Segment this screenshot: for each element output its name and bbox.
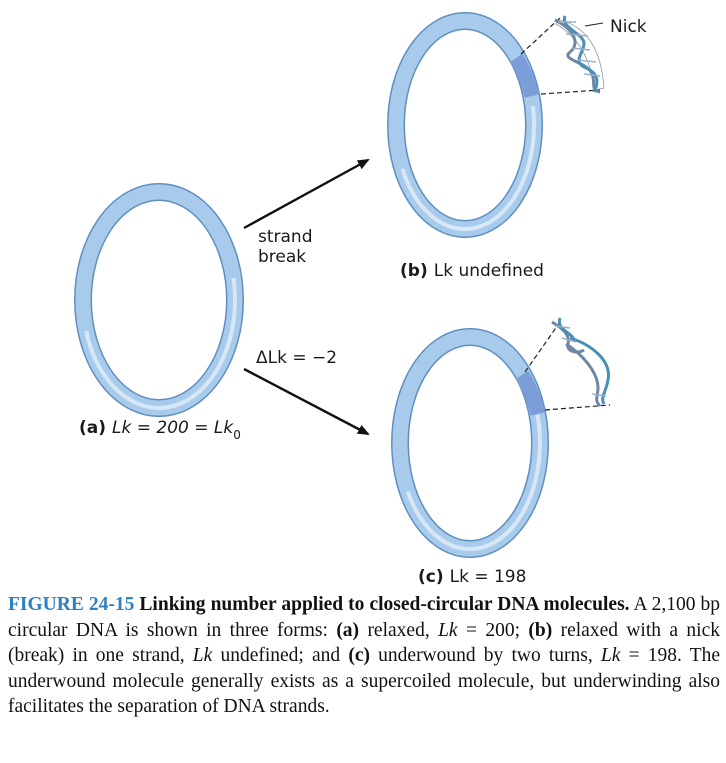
- caption-text-4: relaxed with a nick (break) in one stran…: [8, 619, 720, 667]
- dna-ring-b: [387, 12, 543, 238]
- caption-text-3: = 200;: [457, 619, 529, 641]
- nick-pointer: [584, 22, 604, 27]
- caption-text-7: = 198. The underwound molecule generally…: [8, 645, 720, 717]
- figure-caption: FIGURE 24-15 Linking number applied to c…: [8, 592, 720, 720]
- caption-tag-a: (a): [336, 619, 360, 641]
- arrow-top-label-line2: break: [258, 247, 306, 267]
- caption-lk-2: Lk: [192, 645, 213, 666]
- label-c-tag: (c): [418, 567, 444, 587]
- zoom-lines-c: [524, 321, 611, 411]
- label-a-tag: (a): [79, 418, 106, 438]
- helix-inset-b: [554, 15, 605, 94]
- dna-ring-a: [74, 183, 244, 417]
- label-b: (b) Lk undefined: [400, 261, 544, 281]
- figure-title: Linking number applied to closed-circula…: [139, 594, 630, 615]
- caption-text-2: relaxed,: [359, 619, 439, 641]
- label-b-text: Lk undefined: [434, 261, 544, 281]
- caption-lk-3: Lk: [600, 645, 621, 666]
- zoom-lines-b: [520, 17, 601, 95]
- label-a: (a) Lk = 200 = Lk0: [79, 418, 241, 442]
- label-c-text: Lk = 198: [450, 567, 527, 587]
- caption-lk-1: Lk: [438, 619, 458, 641]
- label-a-subscript: 0: [233, 428, 241, 442]
- dna-linking-diagram: Nick strand break ΔLk = −2 (a) Lk = 200 =…: [74, 12, 647, 587]
- highlighted-segment-b: [509, 53, 540, 98]
- caption-text-5: undefined; and: [212, 645, 349, 666]
- figure-number: FIGURE 24-15: [8, 594, 135, 615]
- caption-tag-b: (b): [528, 619, 553, 641]
- caption-text-6: underwound by two turns,: [370, 645, 601, 666]
- arrow-delta-lk: [243, 367, 370, 436]
- label-a-text: Lk = 200 = Lk: [112, 418, 234, 438]
- label-b-tag: (b): [400, 261, 428, 281]
- caption-text-1: A 2,100 bp circular DNA is shown in thre…: [8, 594, 720, 641]
- arrow-strand-break: [243, 158, 370, 230]
- dna-ring-c: [391, 328, 549, 558]
- helix-inset-c: [551, 317, 610, 408]
- arrow-bottom-label: ΔLk = −2: [256, 348, 337, 368]
- label-c: (c) Lk = 198: [418, 567, 526, 587]
- highlighted-segment-c: [515, 370, 546, 416]
- arrow-top-label-line1: strand: [258, 227, 313, 247]
- nick-label: Nick: [610, 17, 647, 37]
- caption-tag-c: (c): [348, 645, 370, 666]
